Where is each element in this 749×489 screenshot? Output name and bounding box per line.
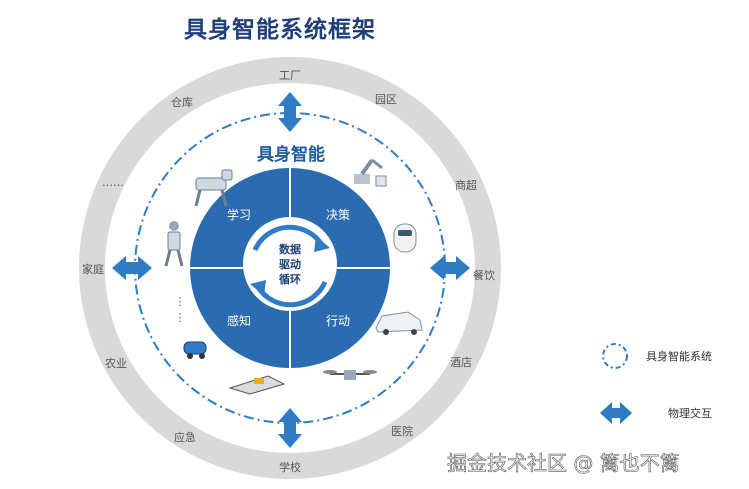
legend-interaction-icon <box>600 402 632 424</box>
inner-ellipsis-b: ⋮ <box>175 311 186 324</box>
interaction-arrow-top-icon <box>278 92 302 132</box>
diagram-title: 具身智能系统框架 <box>184 17 376 43</box>
center-label-line3: 循环 <box>279 272 301 286</box>
scenario-mall: 商超 <box>455 178 477 192</box>
center-circle <box>243 217 337 311</box>
scenario-ellipsis: …… <box>102 176 124 189</box>
watermark-text: 掘金技术社区 @ 篱也不篱 <box>447 451 680 475</box>
quadrant-act-label: 行动 <box>326 314 350 328</box>
small-robot-icon <box>183 341 207 359</box>
cycle-arrowhead-bottom-icon <box>250 280 266 296</box>
center-label-line2: 驱动 <box>279 257 301 271</box>
scenario-home: 家庭 <box>82 262 104 276</box>
service-robot-icon <box>393 223 417 253</box>
robot-dog-icon <box>194 169 233 207</box>
cycle-arrow-top-icon <box>252 224 325 252</box>
autonomous-car-icon <box>375 311 423 335</box>
scenario-dining: 餐饮 <box>473 268 495 282</box>
core-title: 具身智能 <box>256 144 325 165</box>
legend-system-label: 具身智能系统 <box>646 349 712 363</box>
scenario-warehouse: 仓库 <box>171 95 193 109</box>
humanoid-robot-icon <box>164 221 184 267</box>
interaction-arrow-right-icon <box>430 256 470 280</box>
scenario-park: 园区 <box>375 93 397 106</box>
racing-drone-icon <box>228 375 286 395</box>
center-label-line1: 数据 <box>279 242 301 256</box>
scenario-school: 学校 <box>279 460 301 474</box>
scenario-factory: 工厂 <box>279 69 301 82</box>
quadrant-learn-label: 学习 <box>227 207 251 222</box>
outer-scenario-ring <box>79 57 501 479</box>
cycle-arrow-bottom-icon <box>255 280 328 308</box>
quadrant-perceive-label: 感知 <box>227 313 251 328</box>
inner-ellipsis-a: ⋮ <box>175 295 186 308</box>
scenario-agriculture: 农业 <box>105 356 127 370</box>
legend-system-icon <box>602 343 628 369</box>
interaction-arrow-bottom-icon <box>278 408 302 448</box>
cycle-arrowhead-top-icon <box>314 236 330 252</box>
robot-arm-icon <box>354 158 387 187</box>
scenario-hotel: 酒店 <box>450 355 472 369</box>
scenario-emergency: 应急 <box>174 430 196 444</box>
interaction-arrow-left-icon <box>112 256 152 280</box>
scenario-hospital: 医院 <box>391 424 413 438</box>
legend-interaction-label: 物理交互 <box>668 406 712 420</box>
agricultural-drone-icon <box>323 370 377 380</box>
legend: 具身智能系统 物理交互 <box>600 343 712 424</box>
quadrant-decide-label: 决策 <box>326 208 350 222</box>
